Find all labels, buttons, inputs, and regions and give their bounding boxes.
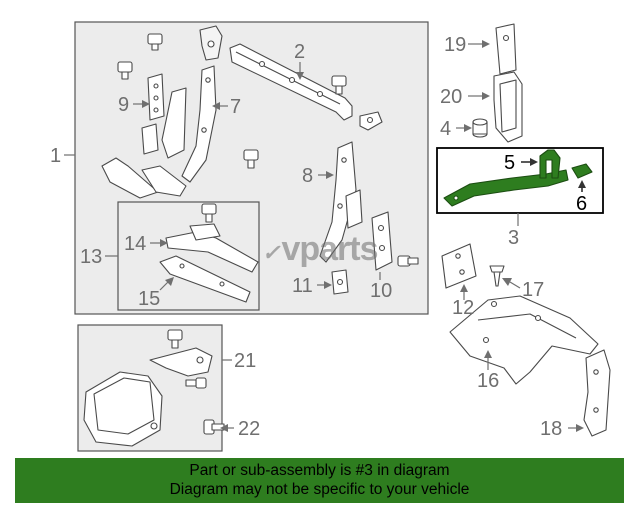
part-19-deflector[interactable] (495, 23, 517, 75)
callout-2: 2 (294, 41, 305, 63)
callout-5: 5 (504, 152, 515, 174)
callout-8: 8 (302, 165, 313, 187)
part-2-upper-support[interactable] (199, 25, 353, 121)
left-reinforcement (141, 87, 187, 159)
leader-lines (64, 40, 586, 432)
part-17-clip[interactable] (489, 265, 505, 287)
callout-4: 4 (440, 118, 451, 140)
part-7-side-pillar[interactable] (181, 65, 217, 183)
bolt-21b (185, 377, 207, 389)
bolt-center (331, 75, 347, 95)
watermark-logo-icon: ✓ (262, 240, 280, 265)
part-3-support-brace[interactable] (443, 169, 569, 207)
part-10-bracket[interactable] (371, 211, 393, 271)
footer-line-1: Part or sub-assembly is #3 in diagram (189, 462, 450, 479)
part-6-stopper[interactable] (571, 163, 593, 179)
callout-20: 20 (440, 86, 462, 108)
part-11-clip[interactable] (331, 269, 349, 295)
callout-16: 16 (477, 370, 499, 392)
bolt-middle (243, 149, 259, 169)
callout-19: 19 (444, 34, 466, 56)
callout-12: 12 (452, 297, 474, 319)
bolt-21 (167, 329, 183, 349)
part-21-bracket[interactable] (149, 347, 213, 377)
callout-22: 22 (238, 418, 260, 440)
callout-15: 15 (138, 288, 160, 310)
callout-13: 13 (80, 246, 102, 268)
callout-18: 18 (540, 418, 562, 440)
callout-21: 21 (234, 350, 256, 372)
part-15-bracket[interactable] (159, 255, 251, 303)
callout-17: 17 (522, 279, 544, 301)
callout-3: 3 (508, 227, 519, 249)
part-12-bracket[interactable] (441, 243, 477, 289)
watermark: ✓vparts (262, 230, 379, 269)
callout-6: 6 (576, 193, 587, 215)
footer-line-2: Diagram may not be specific to your vehi… (169, 481, 470, 498)
clip-bracket-right (359, 111, 383, 131)
lower-left-bracket (101, 157, 187, 199)
bolt-14 (201, 203, 217, 223)
callout-14: 14 (124, 233, 146, 255)
part-18-bracket[interactable] (583, 349, 611, 437)
callout-9: 9 (118, 94, 129, 116)
callout-1: 1 (50, 145, 61, 167)
callout-10: 10 (370, 280, 392, 302)
part-9-bracket[interactable] (147, 73, 165, 121)
part-20-guide[interactable] (493, 71, 523, 143)
bolt-top-left (147, 33, 163, 51)
part-5-clip[interactable] (539, 149, 561, 179)
part-16-lower-member[interactable] (449, 295, 599, 385)
module-unit (83, 371, 163, 447)
part-8-right-pillar[interactable] (319, 141, 363, 263)
part-4-grommet[interactable] (472, 118, 488, 138)
part-14-bracket[interactable] (165, 223, 259, 273)
callout-7: 7 (230, 96, 241, 118)
bolt-left (117, 61, 133, 80)
watermark-text: vparts (281, 230, 378, 268)
footer-banner: Part or sub-assembly is #3 in diagram Di… (15, 458, 624, 503)
bolt-10 (397, 255, 419, 267)
callout-11: 11 (292, 275, 313, 297)
